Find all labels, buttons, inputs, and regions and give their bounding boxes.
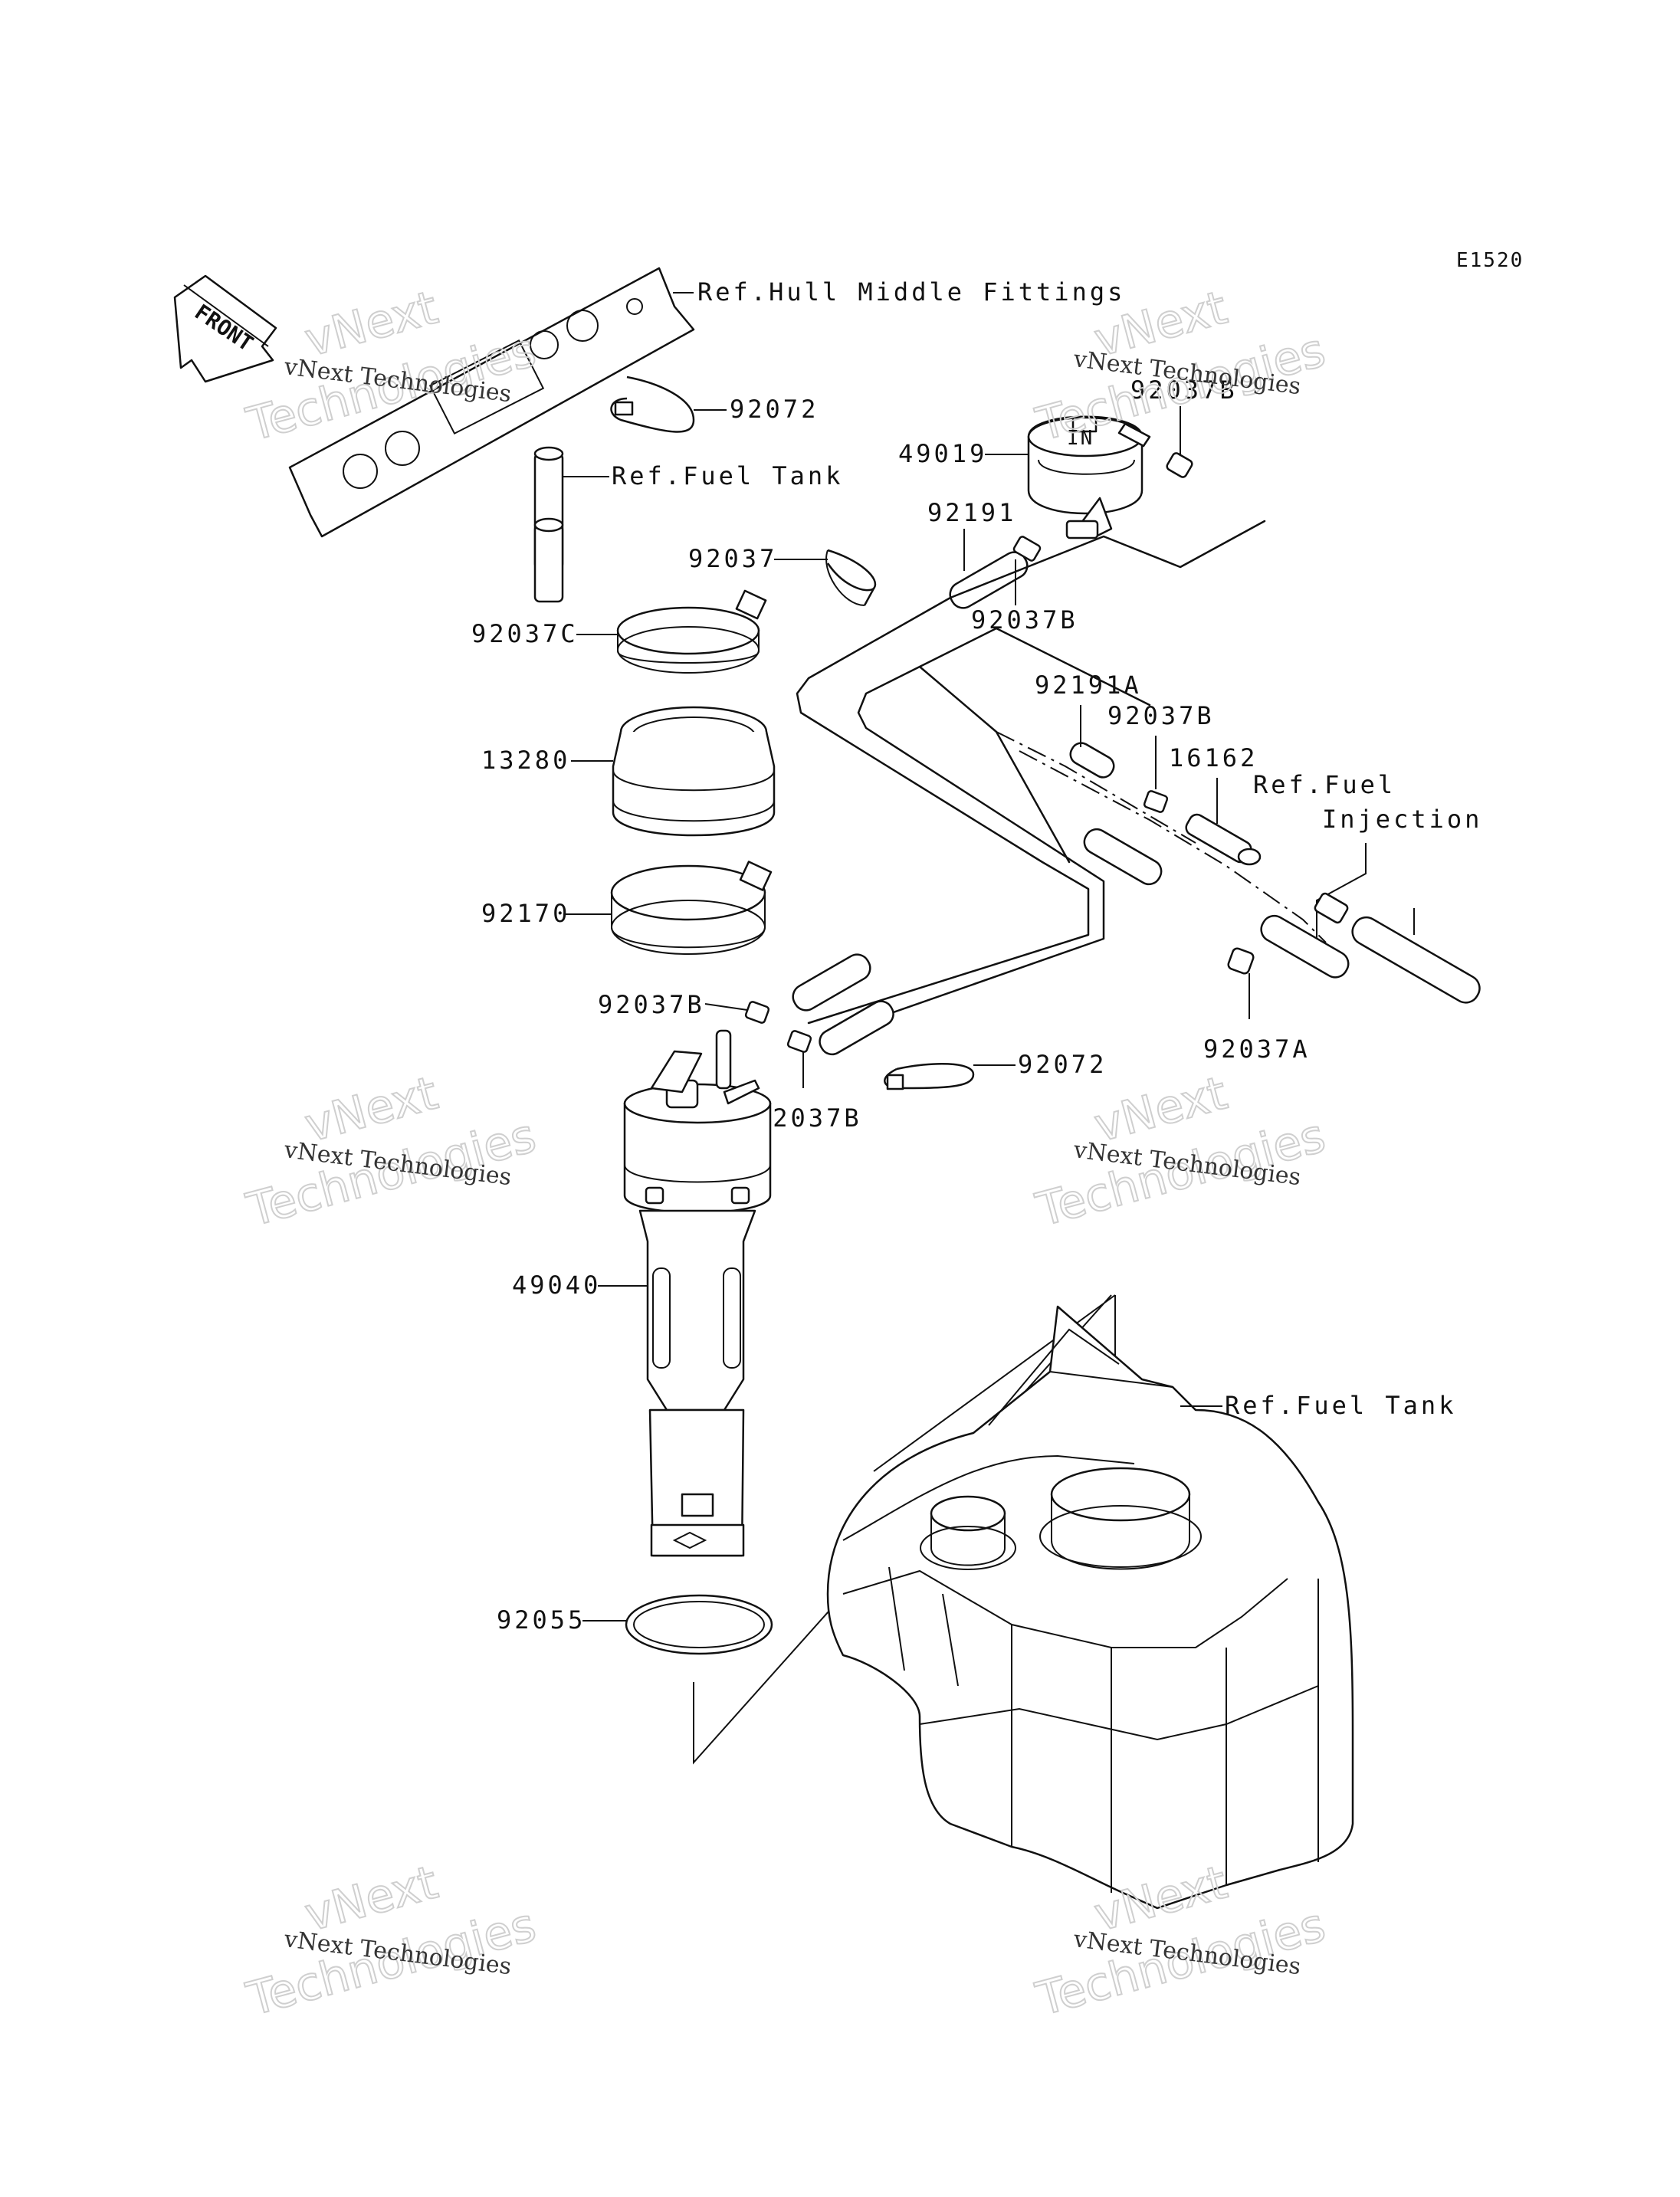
svg-text:IN: IN [1067,427,1094,450]
clamp-92072-bottom [884,1062,975,1090]
hose-ref-fuel-tank-top [533,446,564,603]
oring-92055 [625,1594,773,1655]
clamp-92037b-low [786,1030,812,1053]
injection-hoses [1260,892,1481,1004]
callout-92170: 92170 [481,899,570,928]
connector-16162 [1185,813,1262,866]
watermark-bottom-right: vNext Technologies vNext Technologies [1030,1855,1331,2028]
hull-middle-fittings-bracket [288,267,695,538]
callout-92037c: 92037C [471,619,579,648]
clamp-92037c [616,589,767,674]
callout-92037b-low: 92037B [755,1103,862,1133]
callout-92037b-mid: 92037B [971,605,1078,635]
callout-ref-fuel-tank-bottom: Ref.Fuel Tank [1225,1391,1456,1420]
hoses-lower-left [792,953,894,1056]
callout-49040: 49040 [512,1271,601,1300]
callout-ref-hull-middle-fittings: Ref.Hull Middle Fittings [697,277,1125,307]
clamp-92037a [1227,947,1255,975]
callout-92055: 92055 [497,1605,586,1635]
hose-92191a [1069,742,1115,779]
callout-92191: 92191 [927,498,1016,527]
hose-middle [1083,828,1163,886]
callout-92037a: 92037A [1203,1035,1311,1064]
diagram-code: E1520 [1456,249,1524,272]
fuel-tank [826,1305,1354,1910]
clamp-92037b-top [1166,452,1193,478]
clamp-92037b-right [1143,790,1169,813]
watermark-bottom-left: vNext Technologies vNext Technologies [241,1855,542,2028]
fuel-pump-49040 [623,1029,772,1557]
watermark-mid-left: vNext Technologies vNext Technologies [241,1066,542,1238]
filter-49019: IN [1027,415,1151,539]
clamp-92037 [825,549,877,606]
callout-ref-fuel-injection-2: Injection [1322,805,1482,834]
clamp-92170 [610,861,773,955]
boot-13280 [612,706,776,837]
callout-49019: 49019 [898,439,987,468]
callout-13280: 13280 [481,746,570,775]
hose-92191 [949,536,1042,609]
callout-92072-top: 92072 [730,395,819,424]
clamp-92072-top [610,375,695,433]
callout-ref-fuel-tank-top: Ref.Fuel Tank [612,461,843,490]
callout-92072-bottom: 92072 [1018,1050,1107,1079]
front-arrow-icon: FRONT [173,274,277,383]
callout-92037b-right: 92037B [1107,701,1215,730]
watermark-mid-right: vNext Technologies vNext Technologies [1030,1066,1331,1238]
callout-92191a: 92191A [1035,671,1142,700]
clamp-92037b-left [744,1001,770,1024]
callout-92037b-left: 92037B [598,990,705,1019]
callout-16162: 16162 [1169,743,1258,772]
callout-92037b-top: 92037B [1130,375,1238,405]
callout-92037: 92037 [688,544,777,573]
callout-ref-fuel-injection-1: Ref.Fuel [1253,770,1396,799]
